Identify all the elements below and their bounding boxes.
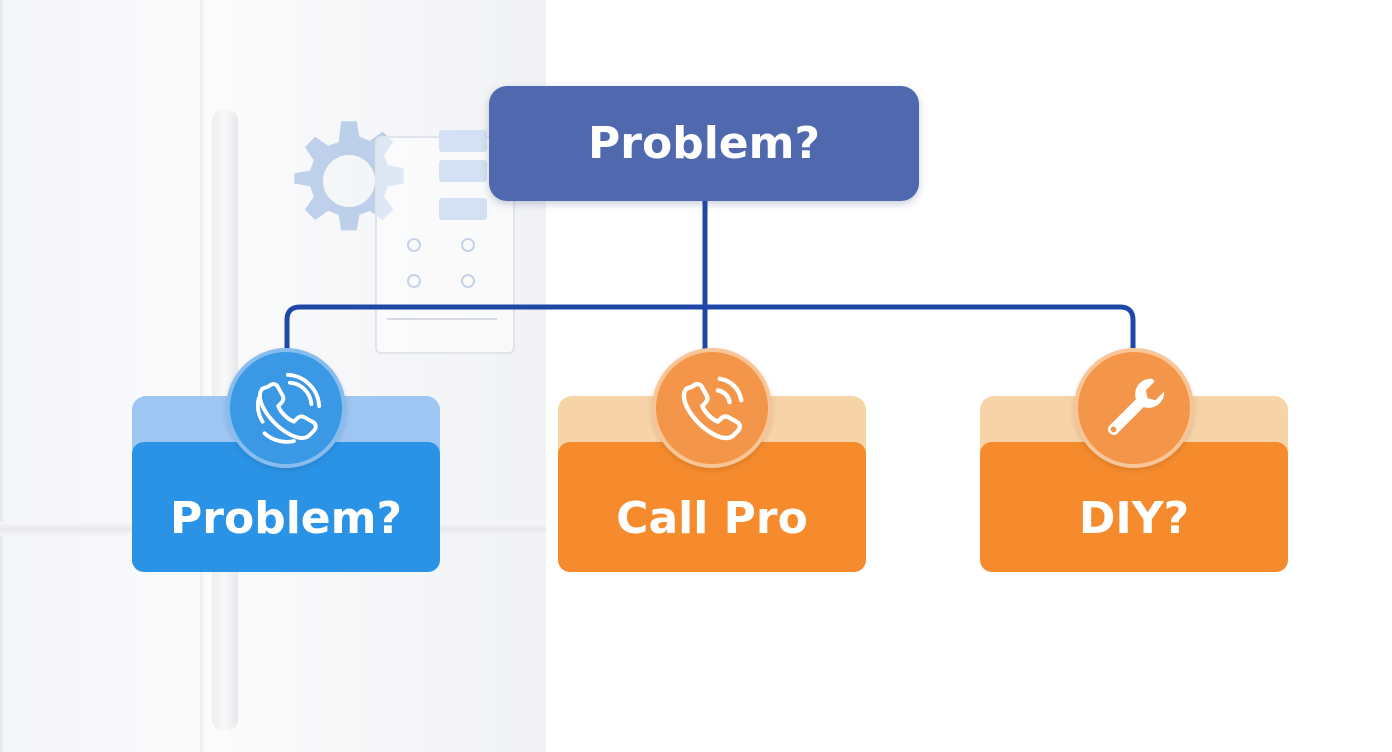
branch-card-problem: Problem? [132, 348, 440, 572]
panel-dot [407, 274, 421, 288]
panel-bar [439, 198, 487, 220]
branch-badge [226, 348, 346, 468]
branch-badge [652, 348, 772, 468]
panel-bar [439, 160, 487, 182]
phone-call-icon [681, 376, 744, 441]
connector-horizontal [284, 304, 1136, 353]
panel-bar [439, 130, 487, 152]
root-label: Problem? [588, 118, 820, 169]
branch-card-call-pro: Call Pro [558, 348, 866, 572]
panel-dot [461, 274, 475, 288]
branch-label: DIY? [1078, 492, 1190, 544]
panel-dot [407, 238, 421, 252]
fridge-door-gap [200, 0, 203, 752]
wrench-icon [1108, 378, 1165, 435]
branch-badge [1074, 348, 1194, 468]
branch-label: Problem? [170, 492, 402, 544]
card-body: Call Pro [558, 442, 866, 572]
branch-label: Call Pro [616, 492, 808, 544]
branch-card-diy: DIY? [980, 348, 1288, 572]
phone-signal-icon [255, 372, 322, 444]
panel-dot [461, 238, 475, 252]
root-node: Problem? [489, 86, 919, 201]
fridge-edge [0, 0, 3, 752]
panel-line [387, 318, 497, 330]
